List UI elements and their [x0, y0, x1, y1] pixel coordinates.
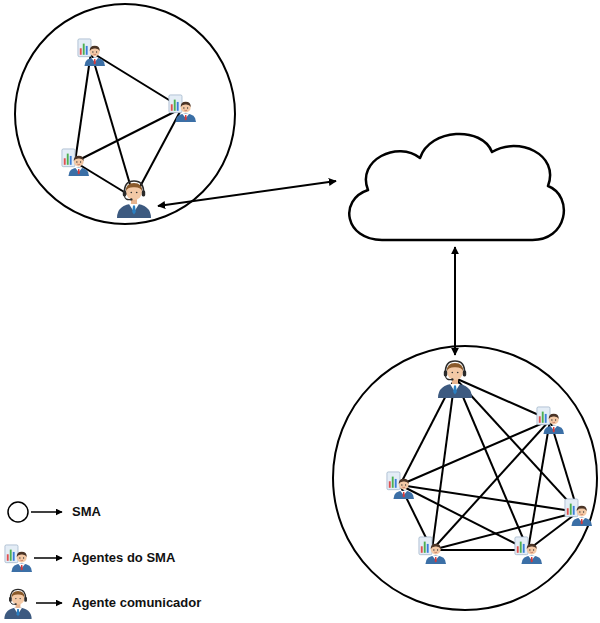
legend-samples: [4, 502, 62, 619]
legend-text: SMA: [72, 504, 101, 520]
communication-arrows: [158, 181, 455, 355]
legend-text: Agentes do SMA: [72, 550, 175, 566]
sma-circle: [15, 4, 235, 224]
cloud-shape: [349, 134, 564, 240]
agent-icons: [62, 39, 196, 176]
communicator-icon: [438, 361, 472, 398]
sma-circle: [333, 346, 597, 610]
communicator-icon: [117, 181, 151, 218]
legend-text: Agente comunicador: [72, 595, 201, 611]
agent-links: [75, 52, 182, 198]
agent-icons: [387, 407, 592, 564]
agent-links: [400, 378, 578, 550]
